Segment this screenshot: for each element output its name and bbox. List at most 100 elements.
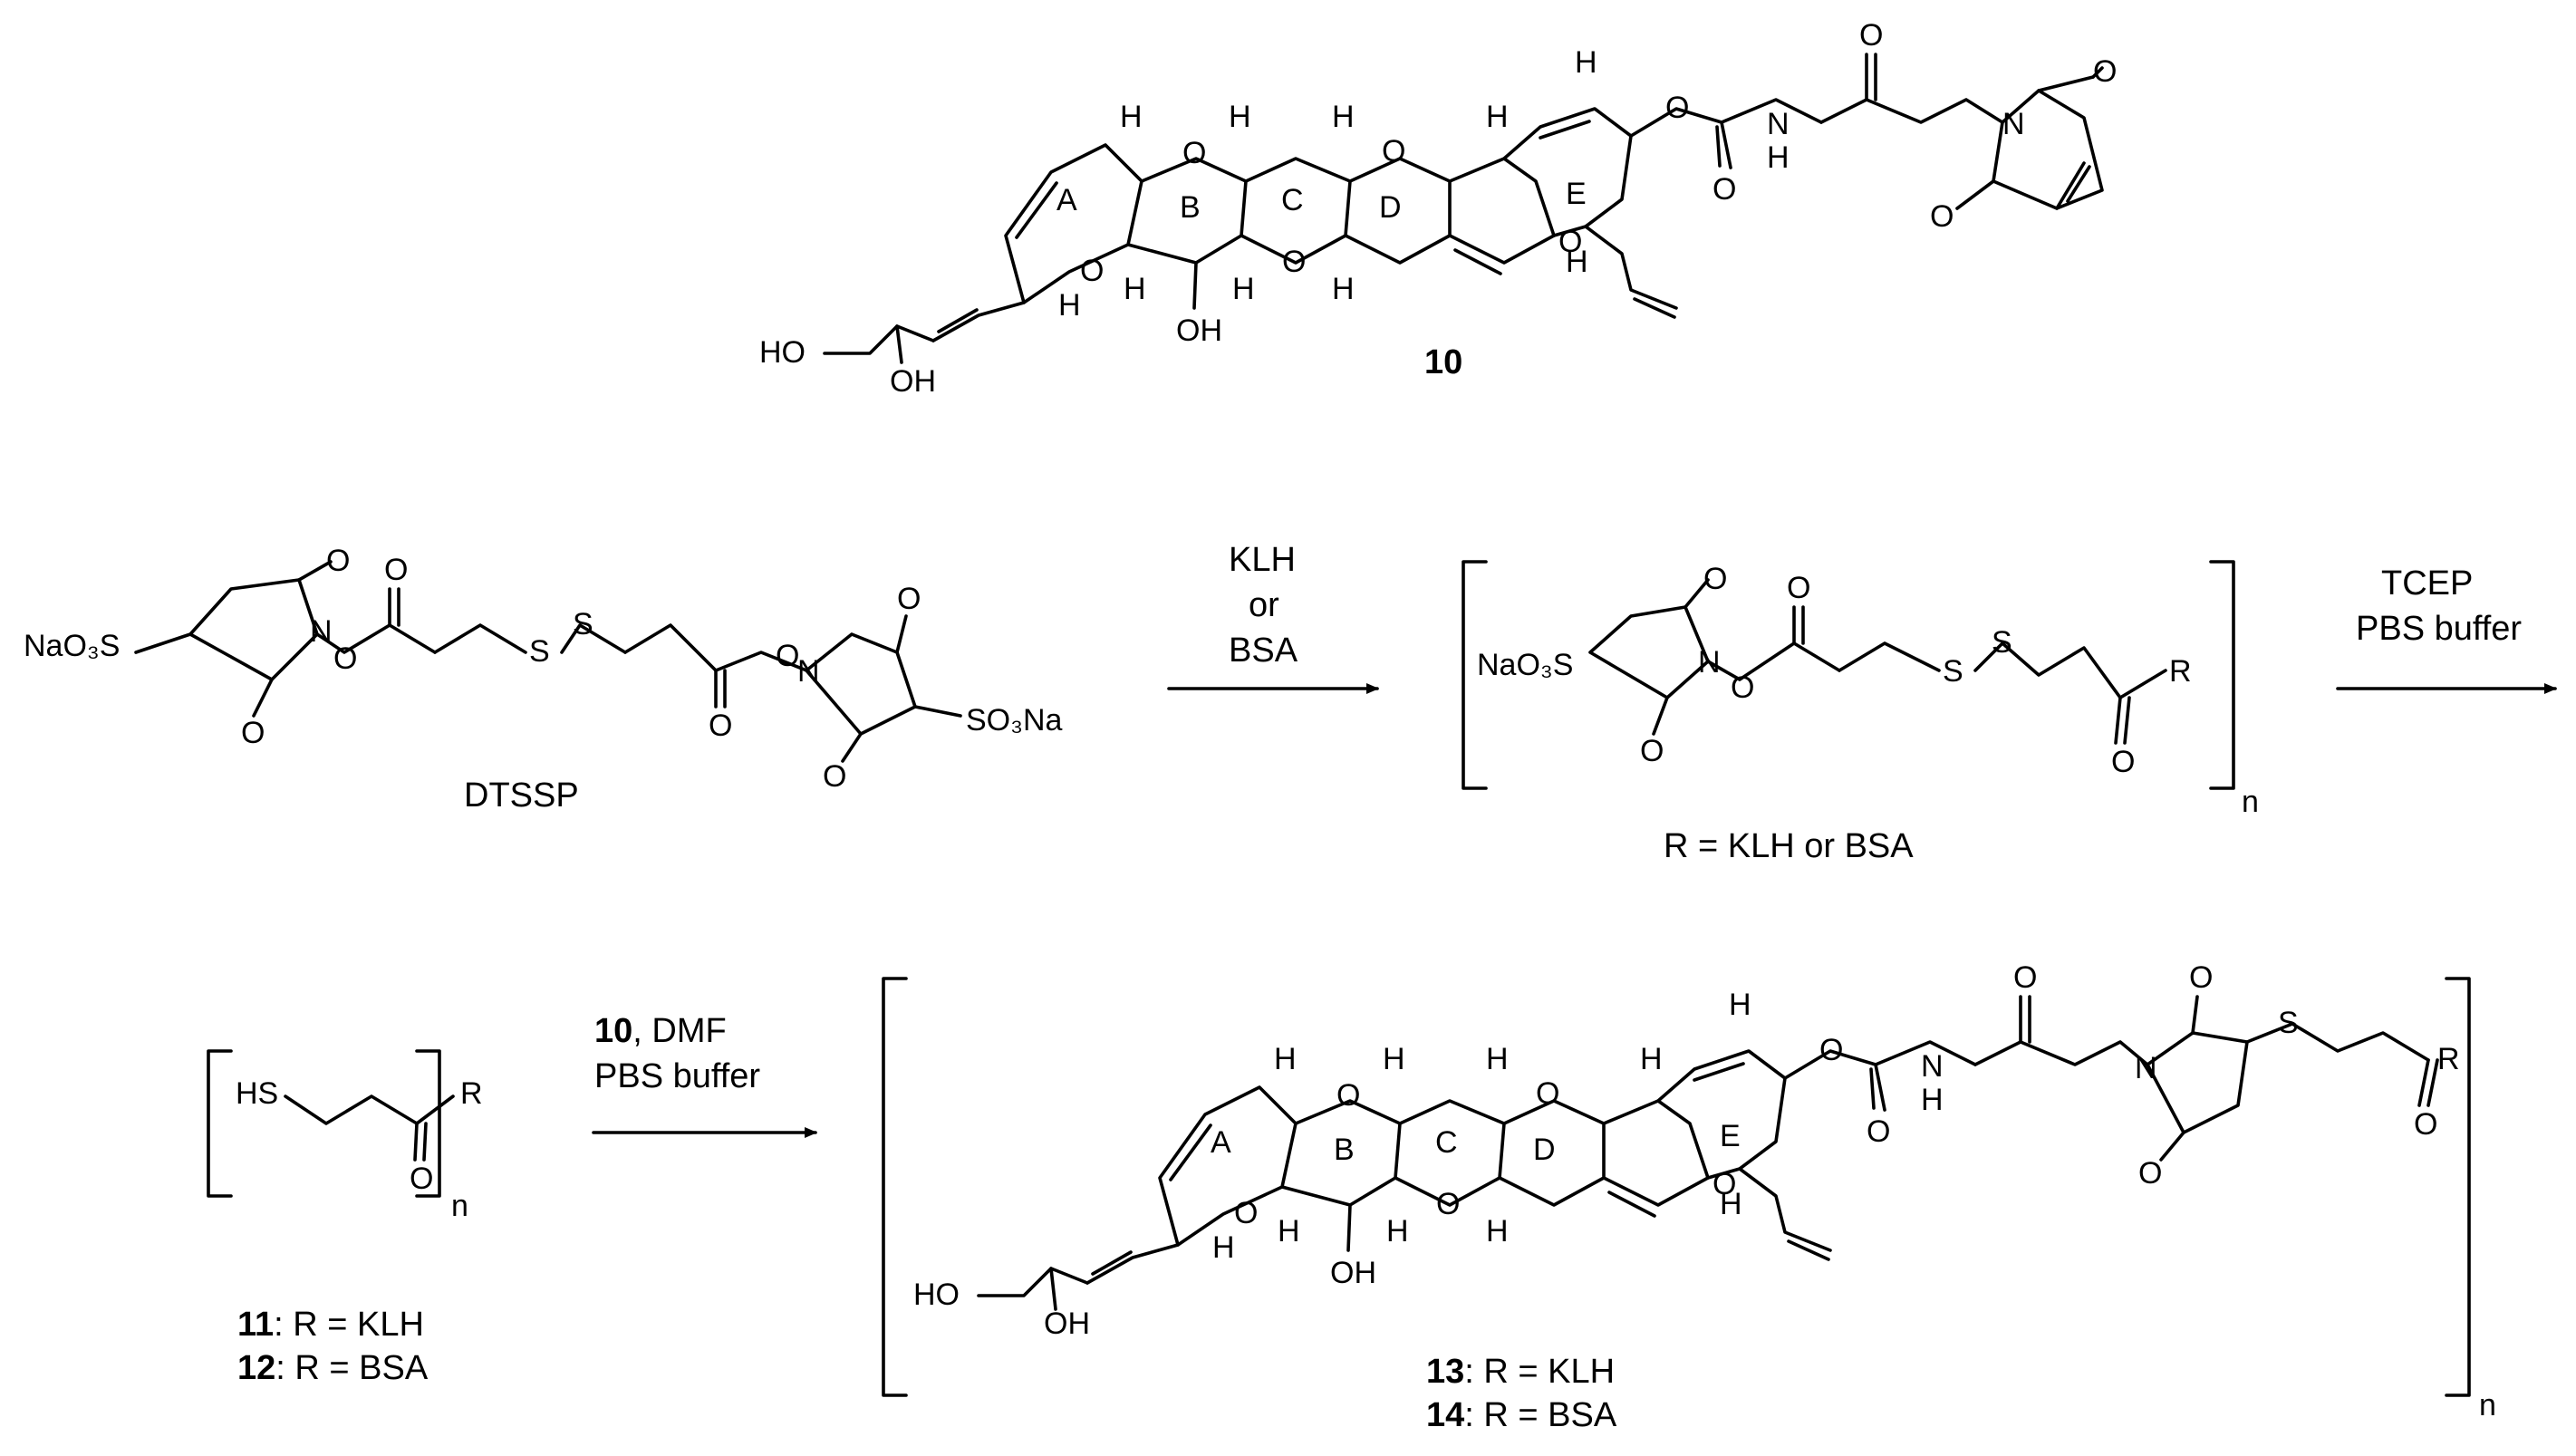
hydroxyl-label: HO bbox=[913, 1278, 960, 1312]
dtssp-structure bbox=[134, 560, 962, 763]
reaction-arrow-2: TCEP PBS buffer bbox=[2336, 564, 2557, 694]
stereo-hydrogen: H bbox=[1274, 1042, 1297, 1076]
stereo-hydrogen: H bbox=[1278, 1214, 1300, 1249]
imide-nitrogen: N bbox=[310, 614, 333, 649]
ring-label-b: B bbox=[1180, 190, 1201, 225]
compound-caption-12: 12: R = BSA bbox=[237, 1349, 429, 1387]
reagent-label: TCEP bbox=[2381, 564, 2473, 603]
intermediate-structure bbox=[1462, 560, 2235, 790]
carbonyl-oxygen: O bbox=[384, 553, 408, 587]
stereo-hydrogen: H bbox=[1058, 288, 1081, 323]
carbonyl-oxygen: O bbox=[2138, 1156, 2162, 1191]
ring-oxygen: O bbox=[1080, 254, 1104, 288]
ring-oxygen: O bbox=[1382, 134, 1405, 169]
ring-label-d: D bbox=[1379, 190, 1402, 225]
compound-10-structure bbox=[823, 53, 2104, 364]
carbonyl-oxygen: O bbox=[326, 544, 350, 578]
ring-oxygen: O bbox=[1558, 225, 1582, 259]
reagent-label: BSA bbox=[1229, 632, 1298, 670]
amide-hydrogen: H bbox=[1921, 1083, 1944, 1117]
carbonyl-oxygen: O bbox=[2093, 54, 2117, 89]
repeat-subscript: n bbox=[2242, 785, 2259, 819]
ring-label-e: E bbox=[1720, 1119, 1741, 1153]
sulfur-label: S bbox=[1992, 625, 2012, 660]
compound-caption-14: 14: R = BSA bbox=[1426, 1396, 1617, 1434]
carbonyl-oxygen: O bbox=[1703, 562, 1727, 596]
r-group-label: R bbox=[2437, 1042, 2460, 1076]
reagent-label: , DMF bbox=[632, 1012, 726, 1050]
reagent-label: PBS buffer bbox=[594, 1057, 760, 1095]
carbonyl-oxygen: O bbox=[1867, 1114, 1890, 1149]
stereo-hydrogen: H bbox=[1229, 100, 1251, 134]
imide-nitrogen: N bbox=[2135, 1051, 2157, 1085]
carbonyl-oxygen: O bbox=[2111, 745, 2135, 779]
carbonyl-oxygen: O bbox=[1930, 199, 1954, 234]
carbonyl-oxygen: O bbox=[410, 1162, 433, 1196]
ring-label-b: B bbox=[1334, 1133, 1355, 1167]
ring-oxygen: O bbox=[1436, 1187, 1460, 1221]
stereo-hydrogen: H bbox=[1124, 272, 1146, 306]
conjugate-structure bbox=[882, 977, 2471, 1397]
stereo-hydrogen: H bbox=[1640, 1042, 1663, 1076]
imide-nitrogen: N bbox=[2002, 107, 2025, 141]
carbonyl-oxygen: O bbox=[241, 716, 265, 750]
stereo-hydrogen: H bbox=[1575, 45, 1597, 80]
stereo-hydrogen: H bbox=[1720, 1187, 1742, 1221]
compound-caption-11: 11: R = KLH bbox=[237, 1306, 424, 1344]
ring-label-c: C bbox=[1435, 1125, 1458, 1160]
hydroxyl-label: OH bbox=[1330, 1256, 1376, 1290]
ring-oxygen: O bbox=[1336, 1078, 1360, 1113]
hydroxyl-label: OH bbox=[1176, 313, 1222, 348]
thiol-structure bbox=[207, 1049, 455, 1198]
compound-number-10: 10 bbox=[1424, 343, 1462, 381]
ring-oxygen: O bbox=[1182, 136, 1206, 170]
ester-oxygen: O bbox=[333, 641, 357, 676]
sulfur-label: S bbox=[573, 607, 593, 641]
ester-oxygen: O bbox=[1665, 91, 1689, 125]
amide-nitrogen: N bbox=[1921, 1049, 1944, 1084]
carbonyl-oxygen: O bbox=[1859, 18, 1883, 53]
dtssp-labels: NaO₃S O O N O O S S O O N O SO₃Na O DTSS… bbox=[24, 544, 1063, 815]
carbonyl-oxygen: O bbox=[2013, 960, 2037, 995]
carbonyl-oxygen: O bbox=[823, 759, 846, 794]
thioether-sulfur: S bbox=[2278, 1006, 2299, 1040]
imide-nitrogen: N bbox=[1698, 645, 1721, 680]
carbonyl-oxygen: O bbox=[2189, 960, 2213, 995]
hydroxyl-label: OH bbox=[890, 364, 936, 399]
compound-caption-13: 13: R = KLH bbox=[1426, 1353, 1615, 1391]
stereo-hydrogen: H bbox=[1386, 1214, 1409, 1249]
conjugate-labels: HO OH OH A B C D E O O O O O O O O N H N… bbox=[913, 960, 2496, 1434]
intermediate-labels: NaO₃S O O N O O S S O R n R = KLH or BSA bbox=[1477, 562, 2259, 865]
stereo-hydrogen: H bbox=[1486, 100, 1509, 134]
ring-oxygen: O bbox=[1536, 1076, 1559, 1111]
ring-oxygen: O bbox=[1282, 245, 1306, 279]
ring-label-a: A bbox=[1056, 183, 1077, 217]
stereo-hydrogen: H bbox=[1729, 988, 1751, 1022]
stereo-hydrogen: H bbox=[1332, 272, 1355, 306]
amide-nitrogen: N bbox=[1767, 107, 1790, 141]
stereo-hydrogen: H bbox=[1332, 100, 1355, 134]
carbonyl-oxygen: O bbox=[2414, 1107, 2437, 1142]
repeat-subscript: n bbox=[2479, 1388, 2496, 1422]
ring-label-d: D bbox=[1533, 1133, 1556, 1167]
sulfonate-label: NaO₃S bbox=[24, 629, 120, 663]
ester-oxygen: O bbox=[776, 639, 799, 673]
carbonyl-oxygen: O bbox=[897, 582, 921, 616]
sulfur-label: S bbox=[529, 634, 550, 669]
svg-text:10, DMF: 10, DMF bbox=[594, 1012, 727, 1050]
reagent-label: KLH bbox=[1229, 541, 1296, 579]
ring-oxygen: O bbox=[1234, 1196, 1258, 1230]
carbonyl-oxygen: O bbox=[1787, 571, 1810, 605]
sulfur-label: S bbox=[1943, 654, 1963, 689]
amide-hydrogen: H bbox=[1767, 140, 1790, 175]
hydroxyl-label: OH bbox=[1044, 1307, 1090, 1341]
thiol-label: HS bbox=[236, 1076, 278, 1111]
reagent-label: PBS buffer bbox=[2356, 610, 2522, 648]
ring-label-e: E bbox=[1566, 177, 1587, 211]
stereo-hydrogen: H bbox=[1383, 1042, 1405, 1076]
repeat-subscript: n bbox=[451, 1189, 468, 1223]
stereo-hydrogen: H bbox=[1566, 245, 1588, 279]
reagent-compound-number: 10 bbox=[594, 1012, 632, 1050]
hydroxyl-label: HO bbox=[759, 335, 806, 370]
ester-oxygen: O bbox=[1819, 1033, 1843, 1067]
